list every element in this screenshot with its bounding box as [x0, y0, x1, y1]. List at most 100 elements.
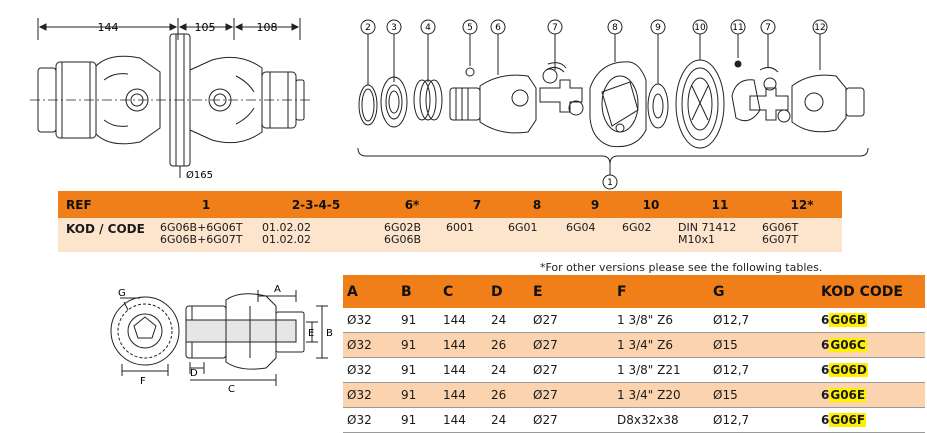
- cell-g: Ø15: [709, 332, 817, 358]
- cell-kod: 6G06B: [817, 308, 925, 333]
- ref-col-11: 11: [711, 197, 729, 212]
- cell-f: 1 3/8" Z6: [613, 308, 709, 333]
- cell-b: 91: [397, 332, 439, 358]
- section-drawing: G A E B F D C: [110, 284, 333, 395]
- ref-code-label: KOD / CODE: [66, 222, 145, 236]
- spec-header-e: E: [529, 275, 613, 308]
- table-row: Ø32 91 144 24 Ø27 D8x32x38 Ø12,7 6G06F: [343, 407, 925, 433]
- cell-c: 144: [439, 332, 487, 358]
- cell-a: Ø32: [343, 332, 397, 358]
- callout-2: 2: [365, 23, 371, 33]
- cell-b: 91: [397, 382, 439, 408]
- callout-3: 3: [391, 23, 397, 33]
- callout-10: 10: [694, 23, 706, 33]
- ref-col-6: 6*: [404, 197, 420, 212]
- label-b: B: [326, 328, 333, 339]
- cell-a: Ø32: [343, 382, 397, 408]
- ref-col-12: 12*: [790, 197, 814, 212]
- spec-table: A B C D E F G KOD CODE Ø32 91 144 24 Ø27…: [343, 275, 925, 433]
- ref-header-label: REF: [66, 197, 92, 212]
- ref-code-9: 6G04: [566, 221, 596, 234]
- ref-col-1: 1: [201, 197, 211, 212]
- ref-code-8: 6G01: [508, 221, 538, 234]
- spec-header-g: G: [709, 275, 817, 308]
- callout-7b: 7: [765, 23, 771, 33]
- cell-c: 144: [439, 382, 487, 408]
- spec-header-f: F: [613, 275, 709, 308]
- spec-header-b: B: [397, 275, 439, 308]
- cell-kod: 6G06E: [817, 382, 925, 408]
- spec-header-row: A B C D E F G KOD CODE: [343, 275, 925, 308]
- callout-7: 7: [552, 23, 558, 33]
- cell-c: 144: [439, 308, 487, 333]
- cell-f: 1 3/4" Z6: [613, 332, 709, 358]
- callout-12: 12: [814, 23, 825, 33]
- label-d: D: [190, 368, 198, 379]
- table-row: Ø32 91 144 26 Ø27 1 3/4" Z6 Ø15 6G06C: [343, 332, 925, 358]
- ref-code-10: 6G02: [622, 221, 652, 234]
- callout-6: 6: [495, 23, 501, 33]
- ref-col-7: 7: [472, 197, 482, 212]
- cell-d: 26: [487, 332, 529, 358]
- ref-col-8: 8: [532, 197, 542, 212]
- cell-b: 91: [397, 357, 439, 383]
- table-row: Ø32 91 144 24 Ø27 1 3/8" Z6 Ø12,7 6G06B: [343, 308, 925, 333]
- dim-144: 144: [98, 21, 119, 34]
- cell-d: 24: [487, 308, 529, 333]
- cell-kod: 6G06F: [817, 407, 925, 433]
- label-f: F: [140, 376, 146, 387]
- cell-g: Ø12,7: [709, 308, 817, 333]
- ref-col-2345: 2-3-4-5: [291, 197, 341, 212]
- table-row: Ø32 91 144 26 Ø27 1 3/4" Z20 Ø15 6G06E: [343, 382, 925, 408]
- ref-col-9: 9: [590, 197, 600, 212]
- dim-diameter: Ø165: [186, 169, 213, 181]
- label-e: E: [308, 328, 314, 339]
- spec-header-kod: KOD CODE: [817, 275, 925, 308]
- callout-4: 4: [425, 23, 431, 33]
- callout-11: 11: [732, 23, 743, 33]
- cell-e: Ø27: [529, 382, 613, 408]
- cell-g: Ø12,7: [709, 357, 817, 383]
- cell-b: 91: [397, 407, 439, 433]
- cell-f: 1 3/4" Z20: [613, 382, 709, 408]
- spec-header-d: D: [487, 275, 529, 308]
- callout-9: 9: [655, 23, 661, 33]
- label-a: A: [274, 284, 281, 295]
- table-row: Ø32 91 144 24 Ø27 1 3/8" Z21 Ø12,7 6G06D: [343, 357, 925, 383]
- spec-header-a: A: [343, 275, 397, 308]
- cell-a: Ø32: [343, 308, 397, 333]
- exploded-view-drawing: 2 3 4 5 6 7 8 9 10 11 7 12 1: [357, 19, 869, 190]
- dim-108: 108: [257, 21, 278, 34]
- cell-a: Ø32: [343, 357, 397, 383]
- cell-d: 26: [487, 382, 529, 408]
- label-c: C: [228, 384, 235, 395]
- cell-d: 24: [487, 357, 529, 383]
- cell-f: D8x32x38: [613, 407, 709, 433]
- cell-a: Ø32: [343, 407, 397, 433]
- cell-g: Ø12,7: [709, 407, 817, 433]
- cell-kod: 6G06C: [817, 332, 925, 358]
- ref-table: REF 1 2-3-4-5 6* 7 8 9 10 11 12* KOD / C…: [58, 191, 842, 252]
- callout-1: 1: [607, 178, 613, 188]
- ref-header-row: REF 1 2-3-4-5 6* 7 8 9 10 11 12*: [58, 191, 842, 218]
- cell-e: Ø27: [529, 357, 613, 383]
- ref-col-10: 10: [642, 197, 660, 212]
- callout-5: 5: [467, 23, 473, 33]
- cell-d: 24: [487, 407, 529, 433]
- cell-b: 91: [397, 308, 439, 333]
- spec-header-c: C: [439, 275, 487, 308]
- callout-8: 8: [612, 23, 618, 33]
- cell-f: 1 3/8" Z21: [613, 357, 709, 383]
- cell-e: Ø27: [529, 407, 613, 433]
- cell-e: Ø27: [529, 332, 613, 358]
- dim-105: 105: [195, 21, 216, 34]
- ref-code-7: 6001: [446, 221, 474, 234]
- cell-g: Ø15: [709, 382, 817, 408]
- cell-kod: 6G06D: [817, 357, 925, 383]
